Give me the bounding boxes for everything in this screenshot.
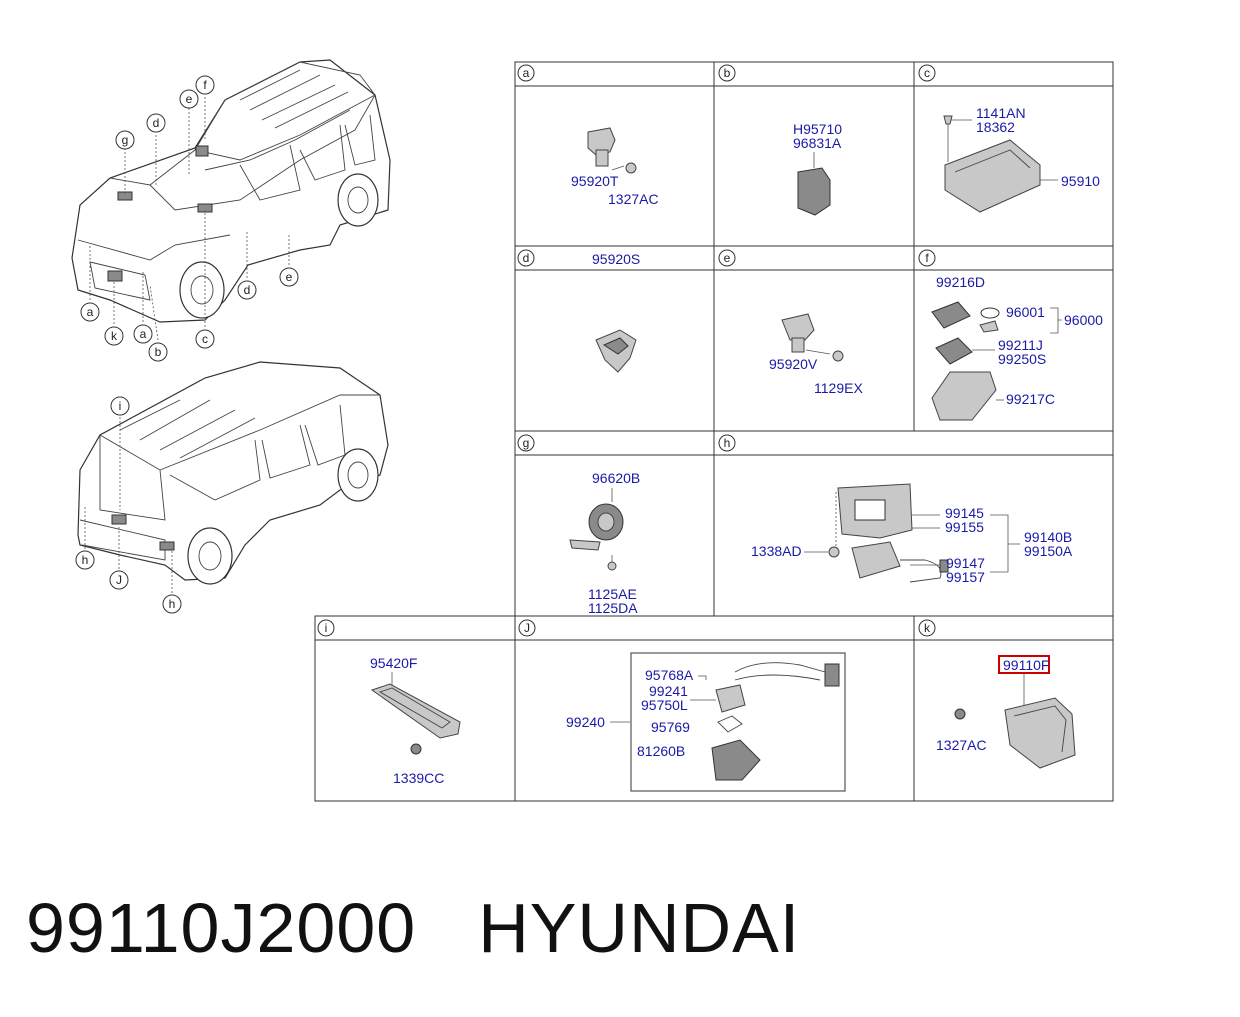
rear-callout-leaders [84,417,173,593]
panel-i: 95420F 1339CC [370,655,461,786]
part-number: 99217C [1006,391,1055,407]
part-number: 99250S [998,351,1046,367]
panel-grid [314,61,1114,802]
parts-diagram: f e d g d e a k a b c i h J h [71,59,1114,802]
front-callout-leaders [89,97,290,341]
panel-b: H95710 96831A [793,121,842,216]
part-number: 95768A [645,667,694,683]
callout-label: d [244,283,251,297]
callout-label: g [122,133,129,147]
panel-tag-k: k [924,621,931,635]
panel-j: 95768A 99241 95750L 99240 95769 81260B [566,662,840,781]
panel-tag-h: h [724,436,731,450]
part-number: 95910 [1061,173,1100,189]
panel-tag-b: b [724,66,731,80]
part-number: 99241 [649,683,688,699]
part-number-caption: 99110J2000 [26,889,417,967]
part-number: 96620B [592,470,640,486]
panel-f: 99216D 96001 96000 99211J 99250S 99217C [931,274,1103,421]
callout-label: e [286,270,293,284]
part-number: 1125DA [588,600,638,616]
part-number: 99150A [1024,543,1073,559]
part-number: 99211J [998,337,1043,353]
callout-label: h [82,553,89,567]
part-number: 99216D [936,274,985,290]
part-number: 1338AD [751,543,802,559]
part-number: 95920S [592,251,640,267]
part-number: 1129EX [814,380,863,396]
callout-label: c [202,332,208,346]
callout-label: h [169,597,176,611]
part-number: 99155 [945,519,984,535]
highlighted-part-number: 99110F [1003,657,1049,673]
part-number: 96001 [1006,304,1045,320]
panel-tag-f: f [925,251,929,265]
callout-label: i [119,399,122,413]
panel-tag-j: J [524,621,530,635]
rear-car-illustration [77,361,389,585]
part-number: 1339CC [393,770,444,786]
panel-c: 1141AN 18362 95910 [943,105,1100,213]
part-number: 95920T [571,173,619,189]
brand-caption: HYUNDAI [478,889,801,967]
callout-label: d [153,116,160,130]
panel-a: 95920T 1327AC [571,127,659,207]
panel-d: 95920S [592,251,640,373]
callout-label: b [155,345,162,359]
callout-label: a [87,305,94,319]
callout-label: f [203,78,207,92]
panel-g: 96620B 1125AE 1125DA [569,470,640,616]
panel-tag-e: e [724,251,731,265]
panel-h: 99145 99155 99140B 99150A 1338AD 99147 9… [751,483,1073,585]
panel-e: 95920V 1129EX [769,313,863,396]
front-car-illustration [71,59,391,323]
panel-tag-c: c [924,66,930,80]
part-number: 99240 [566,714,605,730]
part-number: 95920V [769,356,818,372]
part-caption: 99110J2000 HYUNDAI [26,888,800,968]
panel-tag-a: a [523,66,530,80]
part-number: 95750L [641,697,688,713]
panel-tag-d: d [523,251,530,265]
part-number: 99145 [945,505,984,521]
callout-label: k [111,329,118,343]
panel-k: 99110F 1327AC [936,655,1076,769]
part-number: 81260B [637,743,685,759]
part-number: H95710 [793,121,842,137]
part-number: 1327AC [936,737,987,753]
part-number: 95769 [651,719,690,735]
part-number: 96831A [793,135,842,151]
panel-tag-g: g [523,436,530,450]
callout-label: J [116,573,122,587]
part-number: 1141AN [976,105,1026,121]
panel-tag-i: i [325,621,328,635]
part-number: 1327AC [608,191,659,207]
rear-callouts: i h J h [75,396,182,614]
callout-label: e [186,92,193,106]
part-number: 99157 [946,569,985,585]
part-number: 18362 [976,119,1015,135]
part-number: 99147 [946,555,985,571]
part-number: 1125AE [588,586,637,602]
panel-tags: a b c d e f g h i J k [317,64,936,637]
part-number: 99140B [1024,529,1072,545]
part-number: 96000 [1064,312,1103,328]
front-callouts: f e d g d e a k a b c [80,75,299,362]
part-number: 95420F [370,655,417,671]
callout-label: a [140,327,147,341]
